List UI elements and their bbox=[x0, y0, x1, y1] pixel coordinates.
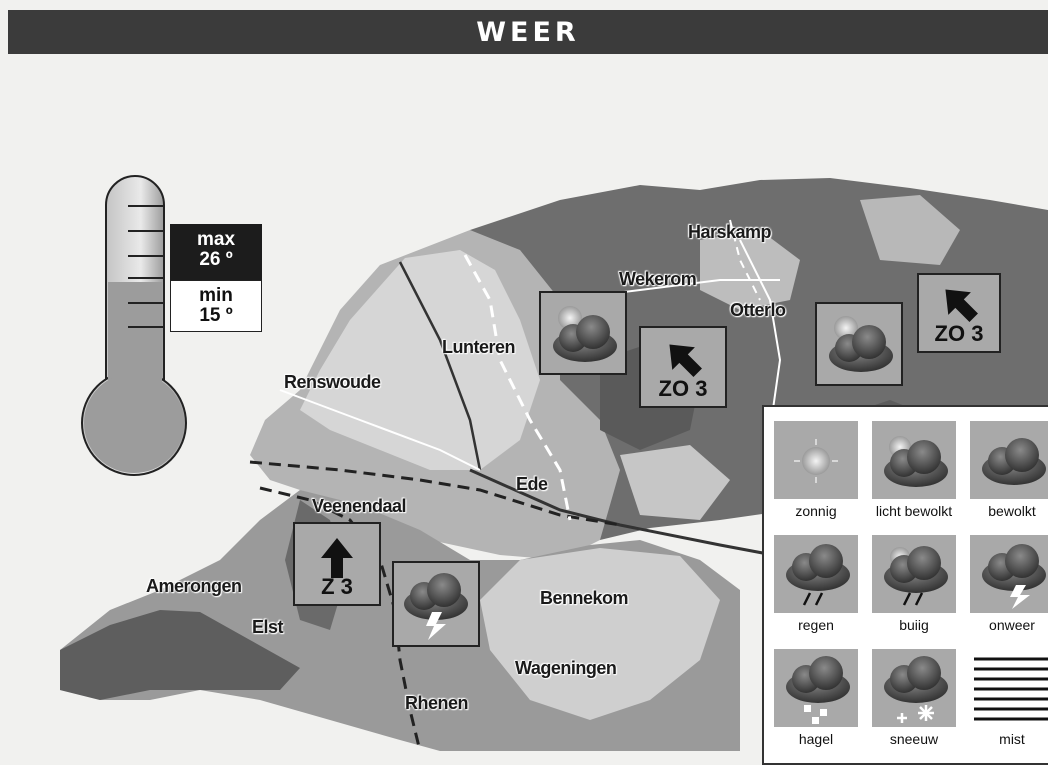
legend-item-regen: regen bbox=[768, 523, 864, 635]
hail-icon bbox=[774, 649, 858, 727]
road bbox=[739, 239, 782, 431]
rain-icon bbox=[774, 535, 858, 613]
town-label: Otterlo bbox=[730, 300, 786, 320]
map-weather-symbol-lunteren bbox=[539, 291, 627, 375]
legend-label: hagel bbox=[798, 731, 834, 747]
light-patch bbox=[700, 230, 800, 310]
showers-icon bbox=[872, 535, 956, 613]
legend-label: bewolkt bbox=[988, 503, 1036, 519]
road bbox=[398, 261, 482, 471]
road bbox=[469, 468, 801, 562]
max-temperature-box: max 26 º bbox=[170, 224, 262, 280]
wind-speed-label: ZO 3 bbox=[658, 376, 708, 401]
thermometer-icon bbox=[81, 175, 187, 476]
wind-box-west: Z 3 bbox=[293, 522, 381, 606]
legend-label: regen bbox=[798, 617, 834, 633]
wind-box-center: ZO 3 bbox=[639, 326, 727, 408]
legend-label: buiig bbox=[899, 617, 929, 633]
wind-speed-label: Z 3 bbox=[321, 574, 353, 599]
town-label: Harskamp bbox=[688, 222, 772, 242]
town-label: Veenendaal bbox=[312, 496, 407, 516]
thunderstorm-icon bbox=[970, 535, 1048, 613]
legend-label: mist bbox=[999, 731, 1025, 747]
legend-item-buiig: buiig bbox=[866, 523, 962, 635]
town-label: Lunteren bbox=[442, 337, 516, 357]
legend-label: onweer bbox=[989, 617, 1035, 633]
municipal-border bbox=[259, 486, 422, 751]
legend-label: sneeuw bbox=[889, 731, 939, 747]
land-light-south bbox=[480, 548, 720, 720]
min-temperature-box: min 15 º bbox=[170, 280, 262, 332]
legend-label: licht bewolkt bbox=[875, 503, 953, 519]
municipal-border bbox=[463, 254, 572, 521]
legend-label: zonnig bbox=[795, 503, 837, 519]
legend-item-zonnig: zonnig bbox=[768, 409, 864, 521]
arrow-northwest-icon bbox=[945, 289, 978, 322]
town-label: Ede bbox=[516, 474, 548, 494]
legend-item-sneeuw: sneeuw bbox=[866, 637, 962, 749]
legend-item-bewolkt: bewolkt bbox=[964, 409, 1048, 521]
max-value: 26 º bbox=[199, 249, 233, 270]
partly-cloudy-icon bbox=[872, 421, 956, 499]
land-light-region bbox=[300, 250, 540, 470]
map-weather-symbol-rhenen bbox=[392, 561, 480, 647]
wind-speed-label: ZO 3 bbox=[934, 321, 984, 346]
land-dark-south bbox=[60, 610, 300, 700]
municipal-border bbox=[729, 219, 761, 301]
snow-icon bbox=[872, 649, 956, 727]
weather-legend: zonnig licht bewolkt bewolkt regen bbox=[762, 405, 1048, 765]
town-label: Rhenen bbox=[405, 693, 469, 713]
town-label: Wageningen bbox=[515, 658, 617, 678]
min-label: min bbox=[199, 285, 233, 306]
fog-icon bbox=[970, 649, 1048, 727]
legend-item-hagel: hagel bbox=[768, 637, 864, 749]
arrow-northwest-icon bbox=[669, 344, 702, 377]
max-label: max bbox=[196, 229, 236, 250]
town-label: Wekerom bbox=[619, 269, 697, 289]
town-label: Amerongen bbox=[146, 576, 242, 596]
header-bar: WEER bbox=[8, 10, 1048, 54]
light-patch bbox=[860, 195, 960, 265]
road bbox=[279, 389, 481, 471]
cloud-icon bbox=[970, 421, 1048, 499]
light-patch bbox=[620, 445, 730, 520]
legend-item-onweer: onweer bbox=[964, 523, 1048, 635]
town-label: Renswoude bbox=[284, 372, 381, 392]
town-label: Elst bbox=[252, 617, 284, 637]
legend-item-mist: mist bbox=[964, 637, 1048, 749]
map-weather-symbol-otterlo bbox=[815, 302, 903, 386]
arrow-north-icon bbox=[321, 538, 353, 578]
town-label: Bennekom bbox=[540, 588, 629, 608]
sun-icon bbox=[774, 421, 858, 499]
min-value: 15 º bbox=[199, 305, 233, 326]
legend-item-licht-bewolkt: licht bewolkt bbox=[866, 409, 962, 521]
page-title: WEER bbox=[476, 16, 580, 48]
wind-box-east: ZO 3 bbox=[917, 273, 1001, 353]
